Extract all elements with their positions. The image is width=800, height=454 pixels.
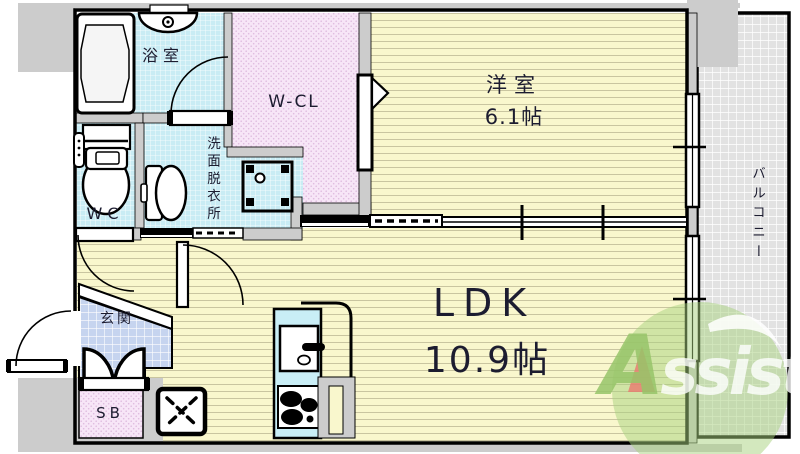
entrance-door	[6, 310, 81, 373]
washing-machine-icon	[241, 160, 294, 213]
bath-door	[167, 56, 233, 127]
assist-logo	[612, 302, 788, 454]
wc-door	[74, 226, 135, 292]
entrance-diagonal-wall	[78, 282, 173, 331]
fixtures	[73, 4, 356, 440]
faucet-icon	[302, 343, 325, 351]
logo-circle-icon	[612, 302, 788, 454]
shoe-box-label: SB	[96, 404, 124, 422]
washbasin-icon	[140, 164, 188, 222]
shoe-box-floor	[78, 389, 144, 439]
ldk-label: LDK	[432, 281, 536, 325]
doors	[6, 56, 390, 392]
bath-label: 浴室	[141, 46, 184, 65]
walk-in-closet-floor	[230, 13, 359, 203]
stove-place-icon	[155, 386, 208, 437]
ldk-area: 10.9帖	[423, 340, 551, 381]
exterior-walls	[18, 3, 742, 452]
balcony-label: バルコニー	[749, 166, 765, 264]
western-room-floor	[371, 13, 687, 216]
kitchen-counter	[301, 301, 353, 377]
logo-accent-triangle	[628, 346, 655, 392]
washroom-label: 洗面脱衣所	[204, 136, 220, 224]
wc-label: WC	[86, 204, 124, 223]
bathtub-icon	[75, 12, 136, 115]
ldk-door	[175, 240, 244, 309]
entrance-label: 玄関	[100, 311, 134, 327]
walk-in-closet-label: W-CL	[268, 92, 320, 112]
kitchen-unit	[272, 301, 356, 440]
logo-swoosh-icon	[708, 314, 783, 352]
western-room-area: 6.1帖	[484, 105, 544, 129]
room-floors	[75, 13, 687, 444]
bath-counter-icon	[137, 4, 199, 34]
wcl-door	[356, 73, 390, 172]
washroom-sliding-door	[140, 227, 244, 239]
sliding-door-partition	[300, 205, 688, 240]
western-room-label: 洋室	[486, 73, 542, 97]
shoe-closet-doors	[78, 347, 150, 392]
toilet-icon	[73, 123, 132, 216]
